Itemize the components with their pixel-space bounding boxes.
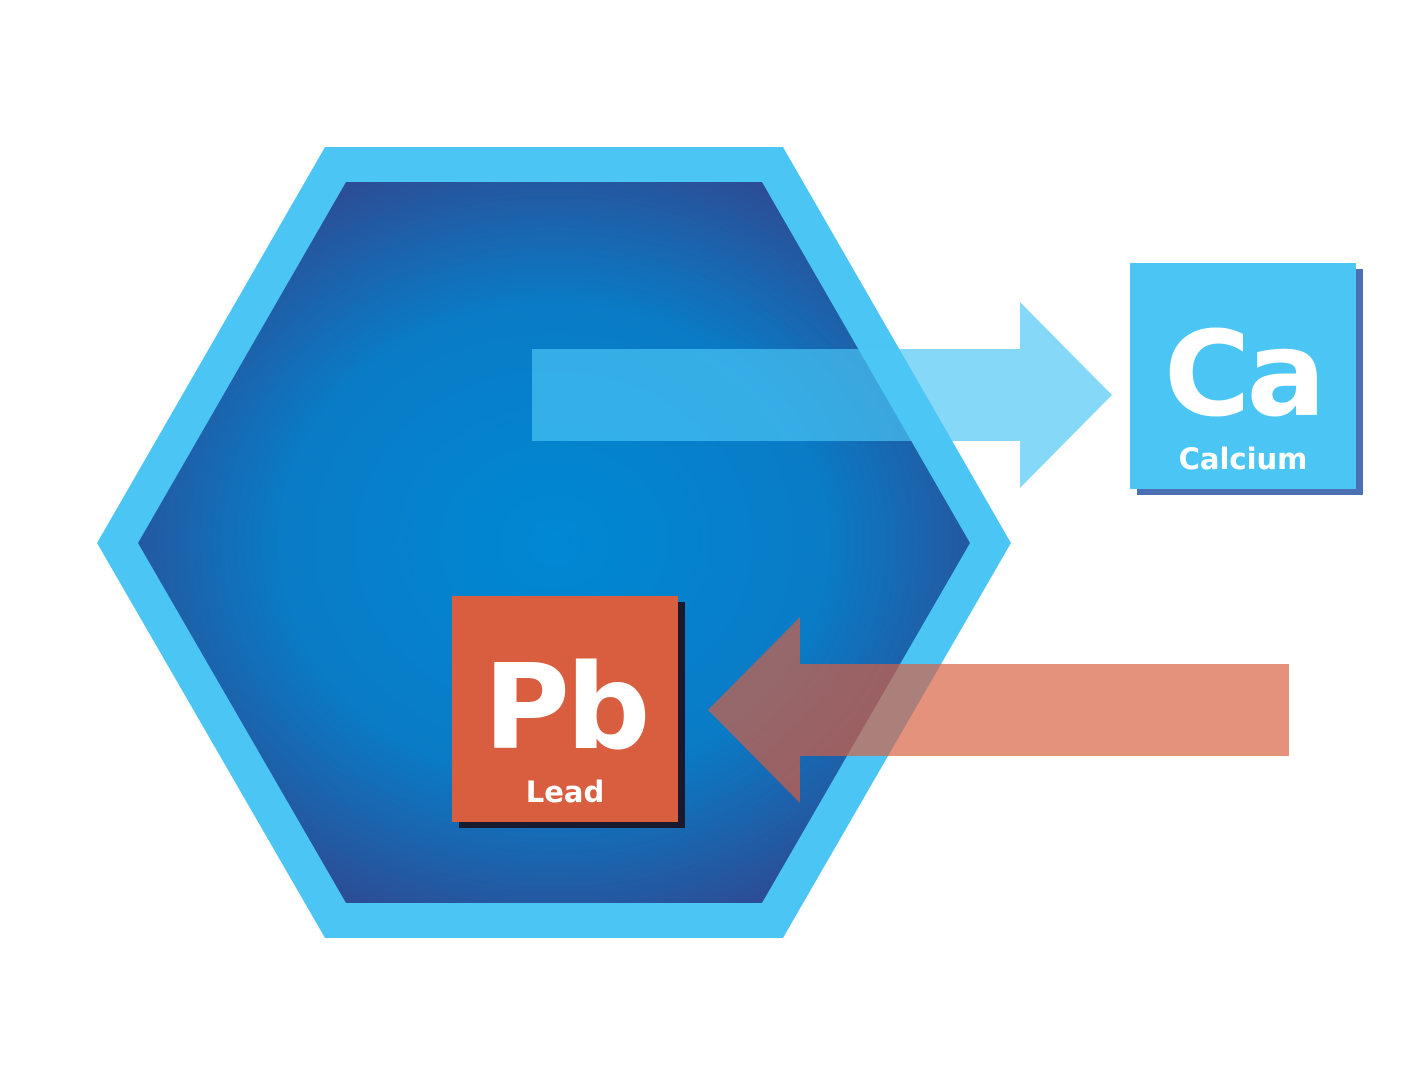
lead-element-tile: Pb Lead — [452, 596, 678, 822]
arrow-right-icon — [532, 302, 1112, 488]
calcium-element-tile: Ca Calcium — [1130, 263, 1356, 489]
arrow-left-icon — [708, 617, 1289, 803]
calcium-name: Calcium — [1178, 442, 1308, 476]
lead-name: Lead — [525, 775, 605, 809]
calcium-symbol: Ca — [1163, 305, 1326, 443]
lead-symbol: Pb — [483, 638, 651, 776]
